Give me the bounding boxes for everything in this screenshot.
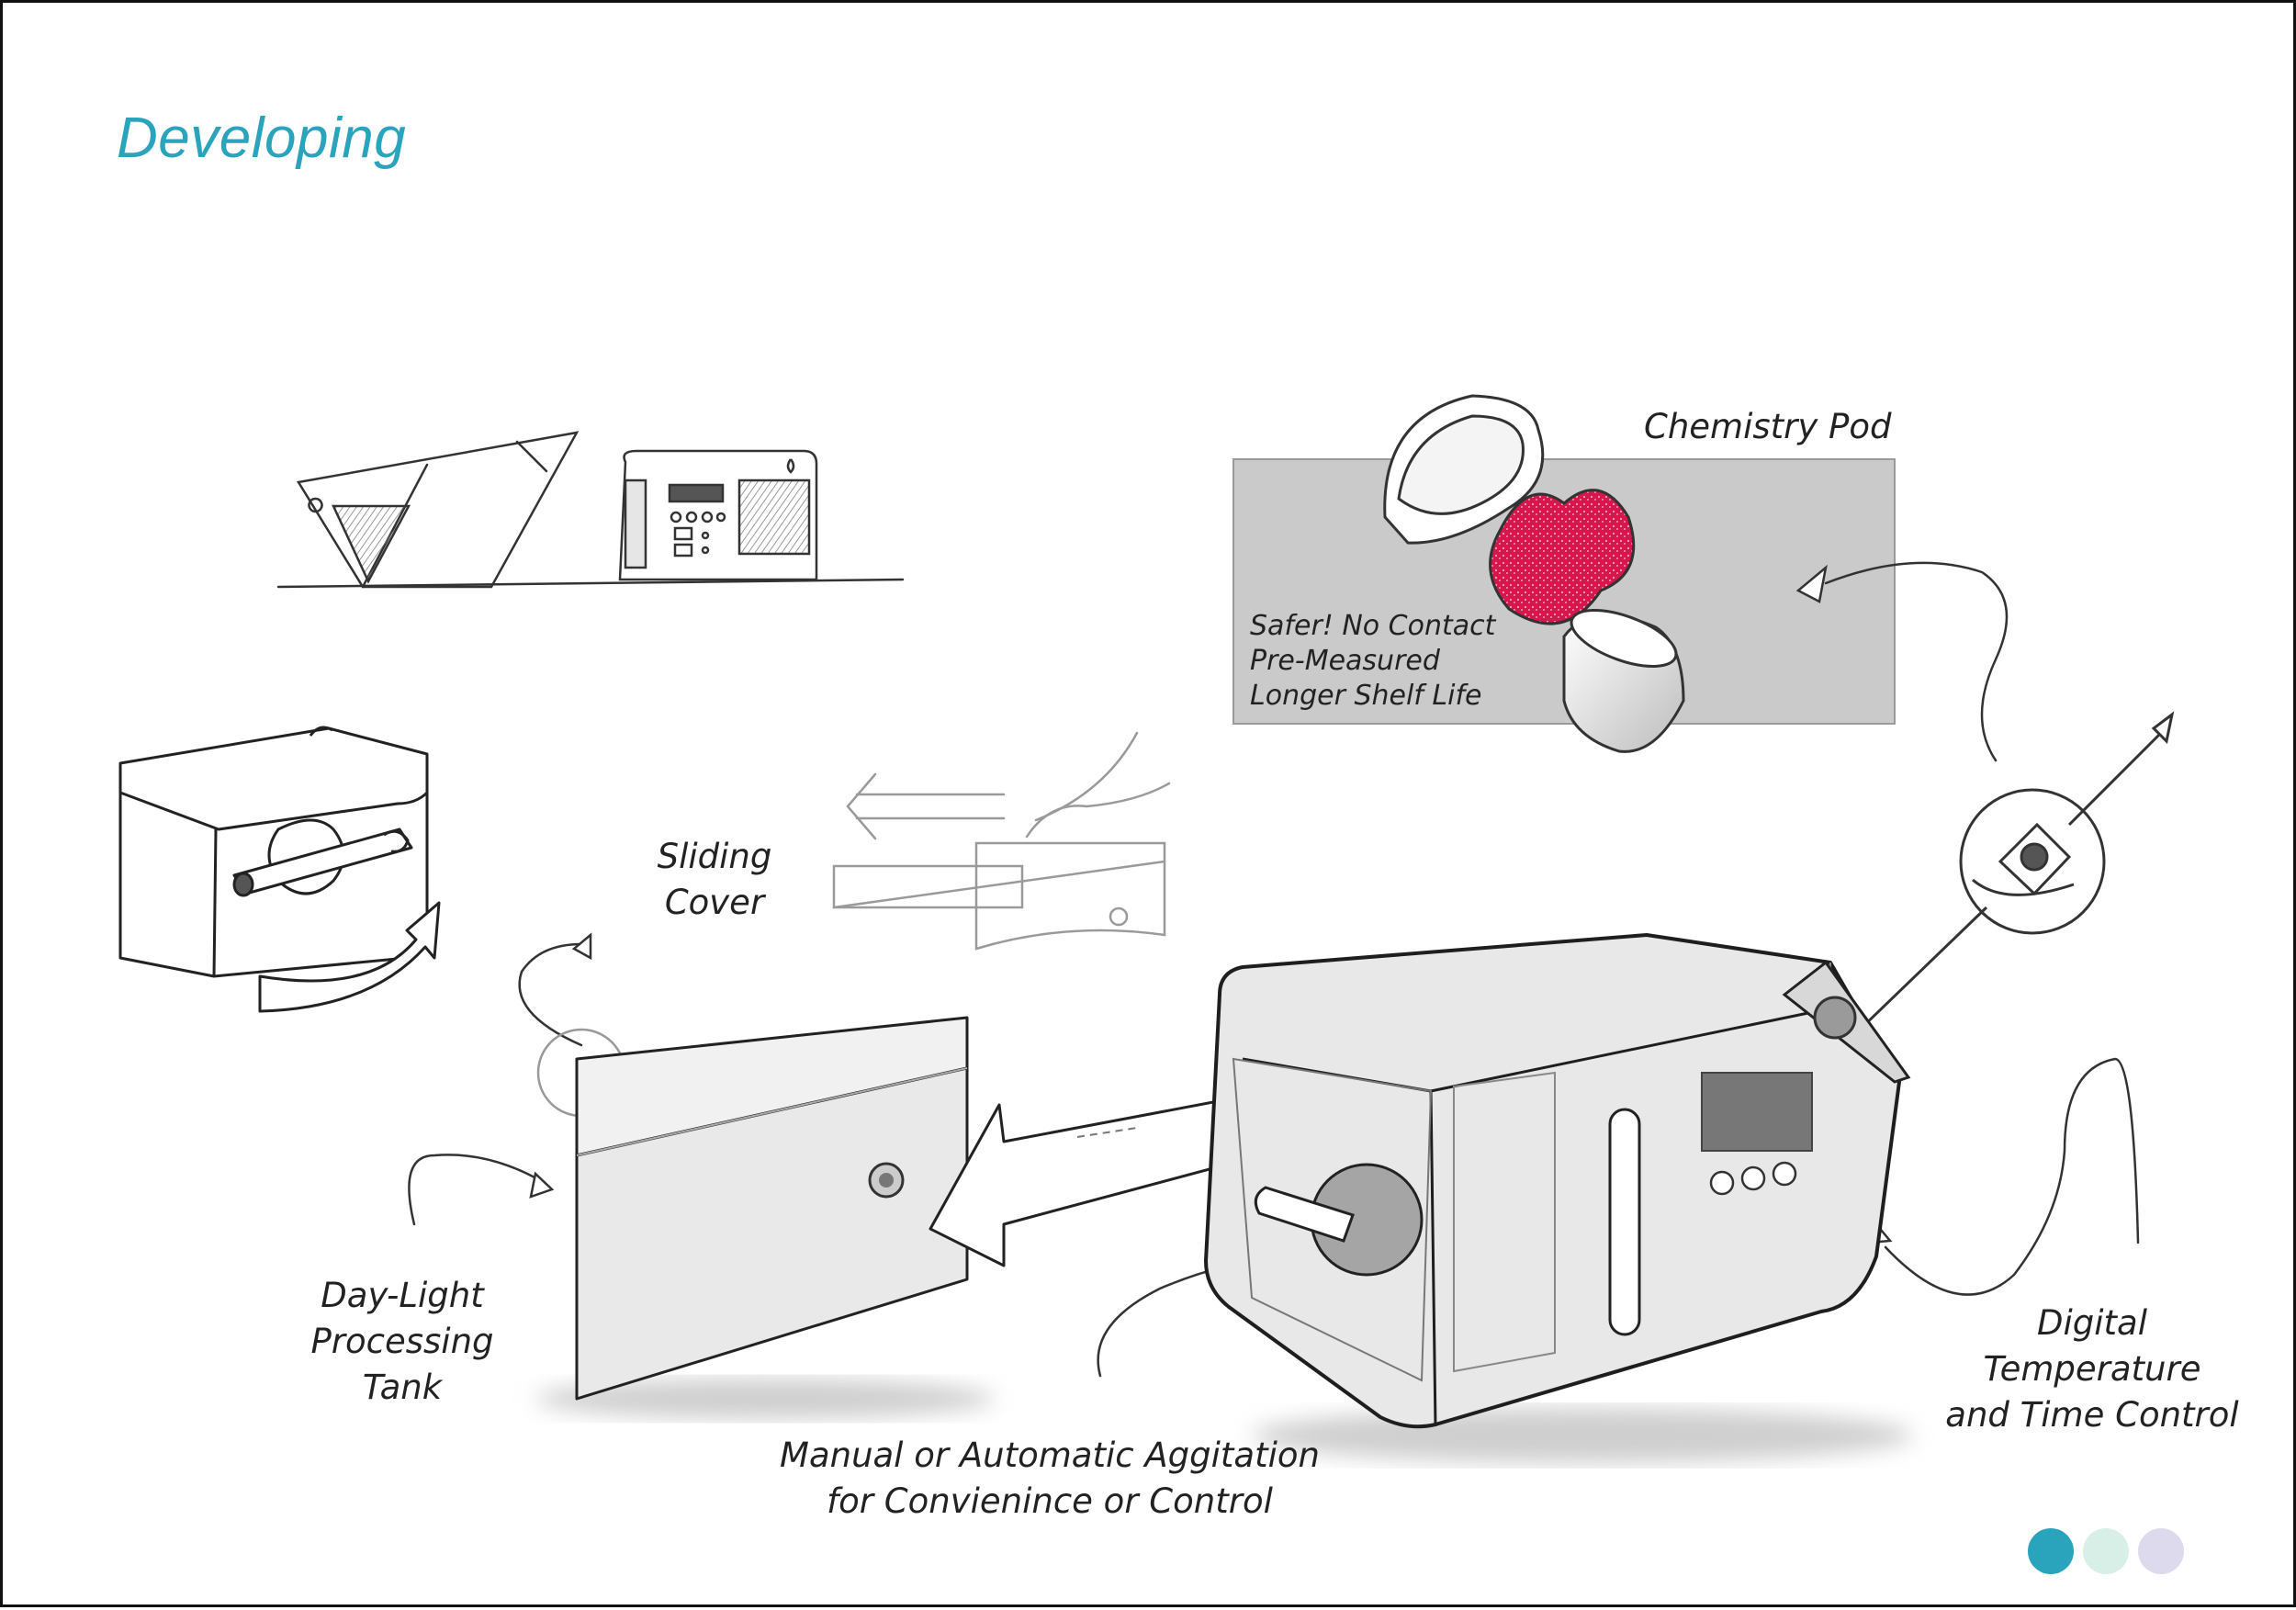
agitation-line: for Convienince or Control [827, 1481, 1273, 1521]
pod-benefit-line: Pre-Measured [1250, 645, 1440, 677]
pod-benefit-line: Safer! No Contact [1250, 610, 1496, 642]
sketch-triangle-tank-icon [276, 431, 905, 589]
processing-tank-icon [535, 1016, 995, 1419]
sketch-tank-with-handle-icon [118, 726, 441, 1013]
page-dot-1 [2028, 1528, 2074, 1574]
digital-control-line: Temperature [1983, 1349, 2201, 1389]
sliding-cover-sketch-icon [832, 731, 1171, 951]
pod-benefit-line: Longer Shelf Life [1250, 680, 1482, 712]
transfer-arrow-icon [929, 1094, 1263, 1267]
developer-machine-icon [1204, 933, 1913, 1463]
page-dot-3 [2138, 1528, 2184, 1574]
sliding-cover-label: Sliding Cover [650, 834, 779, 926]
chemistry-pod-lid-icon [1383, 394, 1545, 545]
page-dot-2 [2083, 1528, 2129, 1574]
processing-tank-label: Day-Light Processing Tank [292, 1273, 512, 1411]
pod-benefits-label: Safer! No Contact Pre-Measured Longer Sh… [1250, 609, 1495, 714]
sliding-cover-line: Sliding [657, 837, 772, 876]
chemistry-pod-cup-icon [1562, 609, 1685, 753]
chemistry-pod-label: Chemistry Pod [1644, 407, 1892, 446]
magnifier-circle-icon [1856, 711, 2175, 1033]
sliding-cover-line: Cover [664, 883, 765, 922]
digital-control-line: Digital [2037, 1303, 2147, 1343]
processing-tank-line: Tank [362, 1368, 443, 1407]
processing-tank-line: Processing [310, 1322, 494, 1361]
digital-control-label: Digital Temperature and Time Control [1945, 1300, 2239, 1438]
processing-tank-line: Day-Light [321, 1276, 484, 1315]
digital-control-line: and Time Control [1945, 1395, 2239, 1435]
agitation-label: Manual or Automatic Aggitation for Convi… [774, 1433, 1325, 1525]
agitation-line: Manual or Automatic Aggitation [780, 1435, 1320, 1475]
sketch-device-front-icon [618, 449, 818, 581]
page-title: Developing [117, 107, 407, 170]
pod-pointer-arrow [1795, 561, 2009, 762]
illustration [118, 394, 2175, 1463]
